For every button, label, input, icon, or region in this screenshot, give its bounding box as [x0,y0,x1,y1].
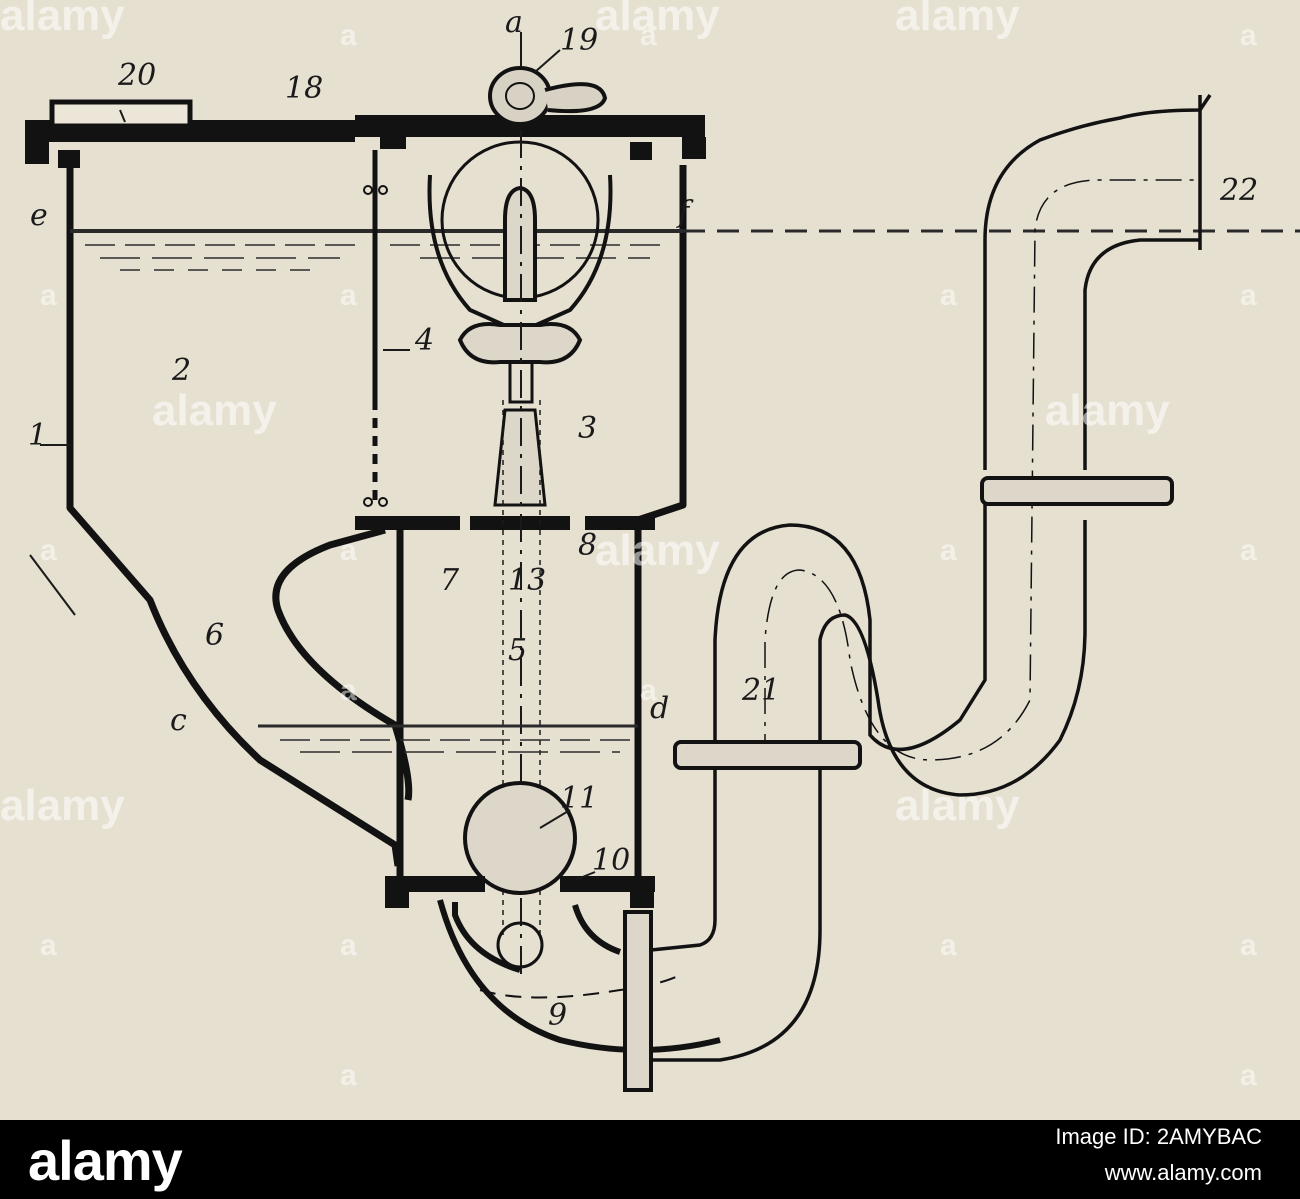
label-20: 20 [117,58,156,93]
label-18: 18 [285,71,323,106]
label-3: 3 [578,411,597,446]
s-trap-pipe-21 [650,94,1212,1062]
label-c: c [170,703,187,738]
partition-rivets [363,185,388,507]
svg-text:a: a [1240,534,1257,567]
label-13: 13 [508,563,546,598]
svg-text:a: a [40,534,57,567]
brand-logo: alamy [28,1129,183,1192]
svg-text:a: a [340,19,357,52]
svg-text:a: a [940,929,957,962]
ball-valve-11 [463,781,577,895]
svg-text:a: a [340,929,357,962]
label-10: 10 [592,843,630,878]
vent-tube [623,910,653,1092]
label-1: 1 [28,418,47,453]
svg-text:alamy: alamy [1045,386,1170,435]
image-id-text: Image ID: 2AMYBAC [1055,1124,1262,1149]
label-7: 7 [440,563,460,598]
bottom-plate [385,876,655,908]
svg-text:alamy: alamy [895,781,1020,830]
svg-text:a: a [340,1059,357,1092]
svg-text:a: a [940,279,957,312]
label-5: 5 [508,633,527,668]
label-4: 4 [414,323,434,358]
float-assembly [427,140,613,507]
svg-text:a: a [940,534,957,567]
filler-cap-20 [49,99,193,129]
label-2: 2 [171,353,191,388]
svg-text:a: a [340,279,357,312]
label-8: 8 [578,528,597,563]
svg-text:a: a [1240,1059,1257,1092]
site-url-text: www.alamy.com [1104,1160,1262,1185]
label-a: a [505,5,523,40]
svg-text:a: a [1240,929,1257,962]
label-6: 6 [205,618,224,653]
svg-text:a: a [1240,279,1257,312]
pipe-flanges [673,476,1174,770]
label-11: 11 [560,781,598,816]
label-22: 22 [1219,173,1258,208]
svg-text:alamy: alamy [0,781,125,830]
svg-text:alamy: alamy [895,0,1020,40]
label-d: d [650,691,669,726]
tank-body [66,165,687,890]
svg-text:alamy: alamy [595,526,720,575]
label-e: e [30,198,48,233]
svg-text:a: a [640,19,657,52]
svg-text:a: a [340,674,357,707]
footer-bar: alamy Image ID: 2AMYBAC www.alamy.com [0,1120,1300,1199]
engraving-diagram: a 19 20 18 e f 22 2 4 3 1 7 13 8 6 5 c d… [0,0,1300,1092]
label-f: f [676,195,694,230]
svg-text:a: a [1240,19,1257,52]
svg-text:a: a [40,279,57,312]
label-21: 21 [741,673,780,708]
float-valve-19 [488,66,608,126]
label-19: 19 [560,23,598,58]
svg-text:a: a [40,929,57,962]
label-9: 9 [548,998,567,1033]
lower-trap-9 [437,899,721,1053]
watermark-layer: alamy alamy alamy alamy alamy alamy alam… [0,0,1257,1092]
svg-text:alamy: alamy [595,0,720,40]
svg-text:a: a [640,674,657,707]
svg-text:alamy: alamy [152,386,277,435]
svg-text:a: a [340,534,357,567]
svg-text:alamy: alamy [0,0,125,40]
water-level-lower [258,724,638,753]
leader-ticks [29,49,596,881]
